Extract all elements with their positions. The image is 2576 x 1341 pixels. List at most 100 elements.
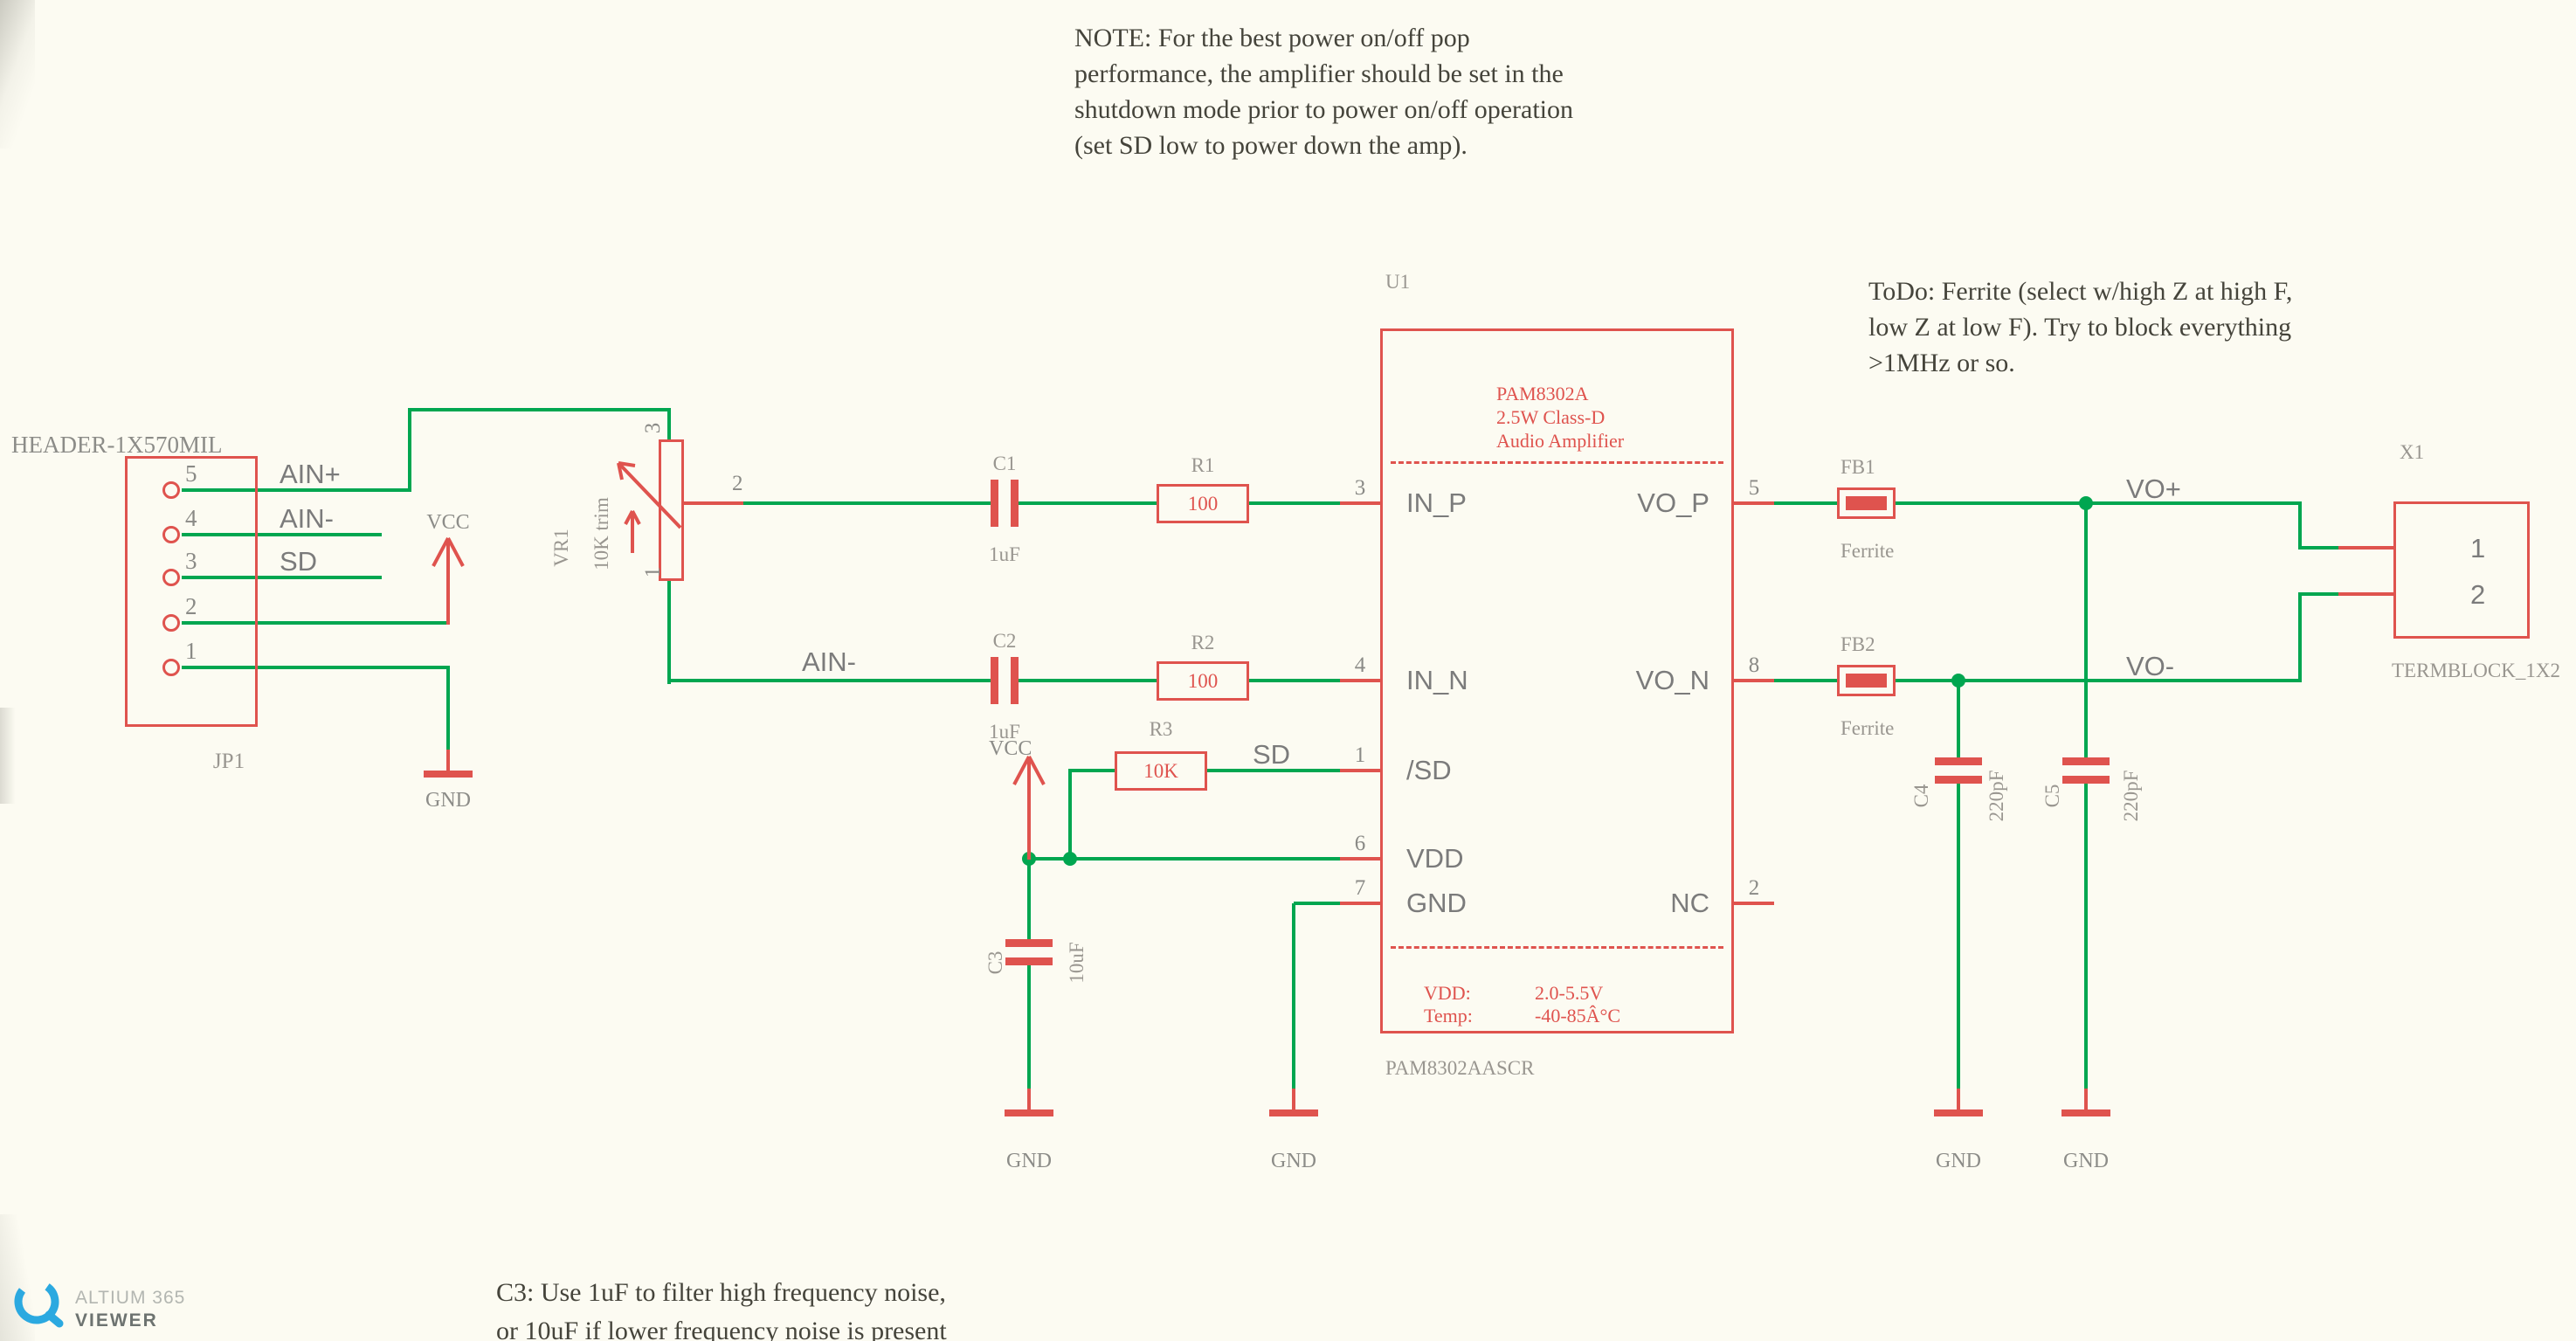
c4-designator: C4 xyxy=(1910,784,1932,808)
wire-wiper-to-c1[interactable] xyxy=(743,501,991,505)
vcc-arrow-icon xyxy=(1012,756,1046,860)
net-label-ain-plus[interactable]: AIN+ xyxy=(280,459,341,489)
wire-ainminus-from-pin4[interactable] xyxy=(182,533,382,536)
wire-vominus-rise[interactable] xyxy=(2298,592,2302,682)
net-label-sd-row[interactable]: SD xyxy=(1253,739,1291,770)
u1-title-line1: PAM8302A xyxy=(1496,383,1589,404)
fb2-ferrite-body[interactable] xyxy=(1837,665,1896,696)
wire-vop-to-fb1[interactable] xyxy=(1774,501,1837,505)
x1-termblock-body[interactable] xyxy=(2393,501,2530,639)
c4-plate-bottom xyxy=(1935,776,1982,784)
c3-capacitor[interactable] xyxy=(1002,936,1056,971)
r3-resistor-body[interactable]: 10K xyxy=(1115,751,1207,791)
wire-c4-top[interactable] xyxy=(1957,681,1960,757)
net-label-vo-plus[interactable]: VO+ xyxy=(2126,473,2181,504)
wire-c3-bottom[interactable] xyxy=(1027,965,1031,1089)
ferrite-note-line: low Z at low F). Try to block everything xyxy=(1868,313,2292,342)
wire-vominus-to-x1[interactable] xyxy=(2298,592,2338,596)
wire-c5-top[interactable] xyxy=(2084,503,2088,757)
u1-amplifier-body[interactable] xyxy=(1380,328,1734,1033)
c3-plate-bottom xyxy=(1005,957,1053,965)
wire-ainplus-top[interactable] xyxy=(408,408,671,411)
wire-sd-from-pin3[interactable] xyxy=(182,576,382,579)
wire-von-to-fb2[interactable] xyxy=(1774,679,1837,682)
jp1-pin3-number: 3 xyxy=(185,548,197,574)
u1-pin-number-vop: 5 xyxy=(1748,476,1760,500)
wire-vr1-bottom[interactable] xyxy=(667,578,671,684)
jp1-pin1-circle xyxy=(162,659,180,676)
x1-pin1-number: 1 xyxy=(2470,533,2486,563)
x1-pin2-stub xyxy=(2338,592,2393,596)
r1-resistor-body[interactable]: 100 xyxy=(1157,484,1249,523)
net-label-ain-minus-row[interactable]: AIN- xyxy=(802,646,856,677)
gnd-power-port-u1[interactable] xyxy=(1267,1089,1320,1120)
c3-designator: C3 xyxy=(984,950,1006,975)
vr1-pot-body[interactable] xyxy=(659,439,684,581)
wire-ainplus-from-pin5[interactable] xyxy=(182,488,411,492)
vcc-power-port-header[interactable] xyxy=(427,531,469,627)
vcc-power-port-vdd[interactable] xyxy=(1008,750,1050,861)
wire-r3-left[interactable] xyxy=(1068,769,1115,772)
wire-ainminus-row[interactable] xyxy=(667,679,991,682)
wire-r1-to-inp[interactable] xyxy=(1249,501,1340,505)
net-label-ain-minus[interactable]: AIN- xyxy=(280,503,334,534)
c4-capacitor[interactable] xyxy=(1931,754,1986,789)
wire-voplus-drop[interactable] xyxy=(2298,501,2302,550)
wire-gnd-pin1-drop[interactable] xyxy=(446,667,450,751)
wire-c4-bottom[interactable] xyxy=(1957,784,1960,1089)
wire-ainplus-to-vr1[interactable] xyxy=(667,408,671,442)
c2-capacitor[interactable] xyxy=(987,653,1024,708)
wire-ainplus-vertical[interactable] xyxy=(408,410,411,492)
wire-vdd-row[interactable] xyxy=(1029,857,1340,861)
wire-c5-bottom[interactable] xyxy=(2084,784,2088,1089)
vcc-label-vdd: VCC xyxy=(989,737,1032,760)
wire-gnd-from-pin1[interactable] xyxy=(182,666,450,669)
wire-c3-top[interactable] xyxy=(1027,861,1031,939)
wire-vcc-from-pin2[interactable] xyxy=(182,621,450,625)
wire-voplus-to-x1[interactable] xyxy=(2298,546,2338,550)
page-curl-shadow-top-left xyxy=(0,0,35,149)
r1-designator: R1 xyxy=(1191,454,1215,476)
gnd-power-port-c5[interactable] xyxy=(2060,1089,2112,1120)
fb1-ferrite-body[interactable] xyxy=(1837,487,1896,519)
junction-dot-r3-vdd xyxy=(1063,852,1077,866)
jp1-header-body[interactable] xyxy=(125,456,258,727)
wire-u1gnd-horizontal[interactable] xyxy=(1294,902,1340,905)
wire-u1gnd-drop[interactable] xyxy=(1292,903,1295,1089)
gnd-power-port-header[interactable] xyxy=(422,750,474,781)
fb2-designator: FB2 xyxy=(1840,633,1875,655)
wire-r3-to-sd[interactable] xyxy=(1207,769,1340,772)
wire-fb2-out[interactable] xyxy=(1896,679,2302,682)
u1-part-number: PAM8302AASCR xyxy=(1385,1057,1535,1079)
c2-designator: C2 xyxy=(992,630,1017,652)
c5-plate-bottom xyxy=(2062,776,2110,784)
wire-fb1-out[interactable] xyxy=(1896,501,2302,505)
u1-pin-name-von: VO_N xyxy=(1635,665,1709,695)
wire-c2-to-r2[interactable] xyxy=(1019,679,1157,682)
c3-value: 10uF xyxy=(1066,942,1088,984)
gnd-bar-icon xyxy=(1005,1089,1053,1116)
net-label-sd[interactable]: SD xyxy=(280,546,318,577)
wire-c1-to-r1[interactable] xyxy=(1019,501,1157,505)
wire-r3-branch-down[interactable] xyxy=(1068,769,1072,861)
gnd-label-u1: GND xyxy=(1271,1150,1316,1172)
altium-viewer-logo[interactable]: ALTIUM 365 VIEWER xyxy=(9,1272,288,1333)
c1-capacitor[interactable] xyxy=(987,476,1024,530)
u1-title-line2: 2.5W Class-D xyxy=(1496,406,1606,428)
net-label-vo-minus[interactable]: VO- xyxy=(2126,651,2175,681)
junction-dot-c4-von xyxy=(1951,674,1965,688)
c4-plate-top xyxy=(1935,757,1982,765)
r2-resistor-body[interactable]: 100 xyxy=(1157,661,1249,701)
x1-part-name: TERMBLOCK_1X2 xyxy=(2392,660,2560,681)
wire-r2-to-inn[interactable] xyxy=(1249,679,1340,682)
ferrite-todo-note: ToDo: Ferrite (select w/high Z at high F… xyxy=(1868,273,2292,381)
u1-pin-stub-nc xyxy=(1734,902,1774,905)
gnd-power-port-c3[interactable] xyxy=(1003,1089,1055,1120)
jp1-pin2-number: 2 xyxy=(185,593,197,619)
vcc-label-header: VCC xyxy=(426,511,470,534)
power-note-line: NOTE: For the best power on/off pop xyxy=(1074,24,1470,52)
ferrite-note-line: ToDo: Ferrite (select w/high Z at high F… xyxy=(1868,277,2293,306)
c5-capacitor[interactable] xyxy=(2059,754,2113,789)
gnd-power-port-c4[interactable] xyxy=(1932,1089,1985,1120)
